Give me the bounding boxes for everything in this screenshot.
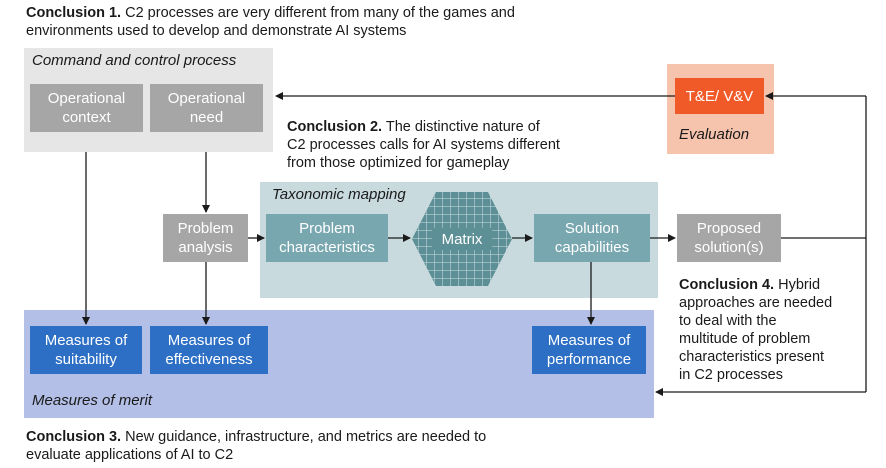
measures-of-merit-title: Measures of merit — [32, 392, 153, 409]
evaluation-title: Evaluation — [679, 126, 750, 143]
te-vv-box: T&E/ V&V — [675, 78, 764, 114]
conclusion-1: Conclusion 1. C2 processes are very diff… — [26, 5, 515, 39]
taxonomic-mapping-title: Taxonomic mapping — [272, 186, 406, 203]
matrix-label: Matrix — [442, 231, 483, 248]
c2-panel-title: Command and control process — [32, 52, 237, 69]
conclusion-2: Conclusion 2. The distinctive nature of … — [287, 119, 560, 171]
matrix-hexagon: Matrix — [412, 192, 512, 286]
conclusion-4: Conclusion 4. Hybrid approaches are need… — [679, 277, 833, 383]
conclusion-3: Conclusion 3. New guidance, infrastructu… — [26, 429, 487, 463]
